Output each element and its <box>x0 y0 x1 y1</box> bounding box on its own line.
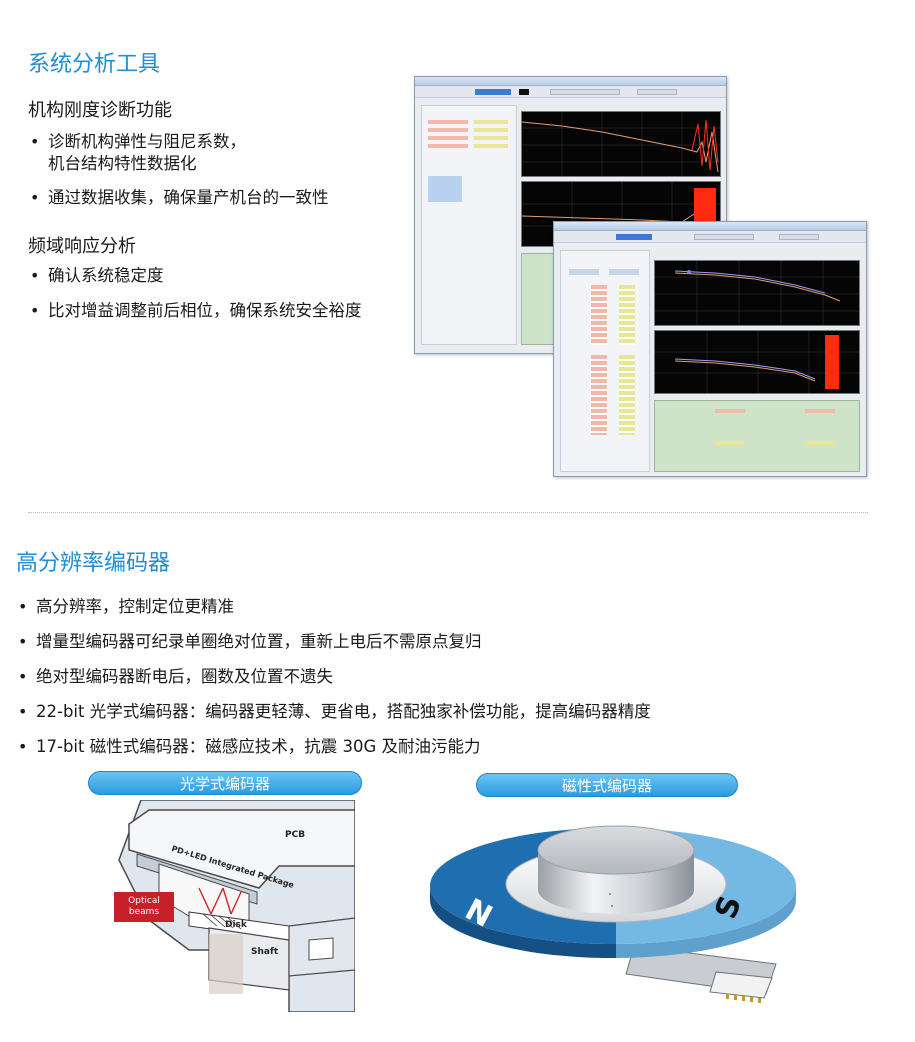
list-item: 比对增益调整前后相位，确保系统安全裕度 <box>28 300 413 321</box>
list-item-continuation: 机台结构特性数据化 <box>48 154 197 173</box>
frequency-bullet-list: 确认系统稳定度 比对增益调整前后相位，确保系统安全裕度 <box>28 265 413 321</box>
window-toolbar <box>415 86 726 98</box>
list-item: 确认系统稳定度 <box>28 265 413 286</box>
bode-phase-plot <box>654 330 860 394</box>
optical-encoder-diagram: PCB PD+LED Integrated Package Optical be… <box>89 800 355 1012</box>
list-item: 22-bit 光学式编码器：编码器更轻薄、更省电，搭配独家补偿功能，提高编码器精… <box>16 701 876 722</box>
list-item: 诊断机构弹性与阻尼系数， <box>28 131 408 152</box>
window-titlebar <box>554 222 866 231</box>
window-titlebar <box>415 77 726 86</box>
software-screenshot-frequency <box>553 221 867 477</box>
optical-encoder-label: 光学式编码器 <box>88 771 362 795</box>
list-item: 高分辨率，控制定位更精准 <box>16 596 876 617</box>
list-item: 通过数据收集，确保量产机台的一致性 <box>28 187 408 208</box>
shaft-label: Shaft <box>251 947 279 957</box>
list-item: 17-bit 磁性式编码器：磁感应技术，抗震 30G 及耐油污能力 <box>16 736 876 757</box>
magnetic-encoder-diagram: N S <box>426 808 806 1008</box>
params-panel <box>421 105 517 345</box>
magnetic-encoder-label: 磁性式编码器 <box>476 773 738 797</box>
params-panel <box>560 250 650 472</box>
bode-magnitude-plot <box>654 260 860 326</box>
encoder-bullet-list: 高分辨率，控制定位更精准 增量型编码器可纪录单圈绝对位置，重新上电后不需原点复归… <box>16 596 876 757</box>
pcb-label: PCB <box>285 830 306 840</box>
stiffness-bullet-list-2: 通过数据收集，确保量产机台的一致性 <box>28 187 408 208</box>
optical-beams-callout: Optical beams <box>114 892 174 922</box>
bode-magnitude-plot <box>521 111 721 177</box>
list-item: 增量型编码器可纪录单圈绝对位置，重新上电后不需原点复归 <box>16 631 876 652</box>
window-toolbar <box>554 231 866 243</box>
list-item: 绝对型编码器断电后，圈数及位置不遗失 <box>16 666 876 687</box>
stiffness-bullet-list: 诊断机构弹性与阻尼系数， <box>28 131 408 152</box>
subtitle-frequency: 频域响应分析 <box>28 236 136 257</box>
results-panel <box>654 400 860 472</box>
section-divider <box>28 512 868 513</box>
disk-label: Disk <box>225 920 247 930</box>
section-title-encoder: 高分辨率编码器 <box>16 551 171 576</box>
section-title-analysis: 系统分析工具 <box>28 52 161 77</box>
subtitle-stiffness: 机构刚度诊断功能 <box>28 100 172 121</box>
